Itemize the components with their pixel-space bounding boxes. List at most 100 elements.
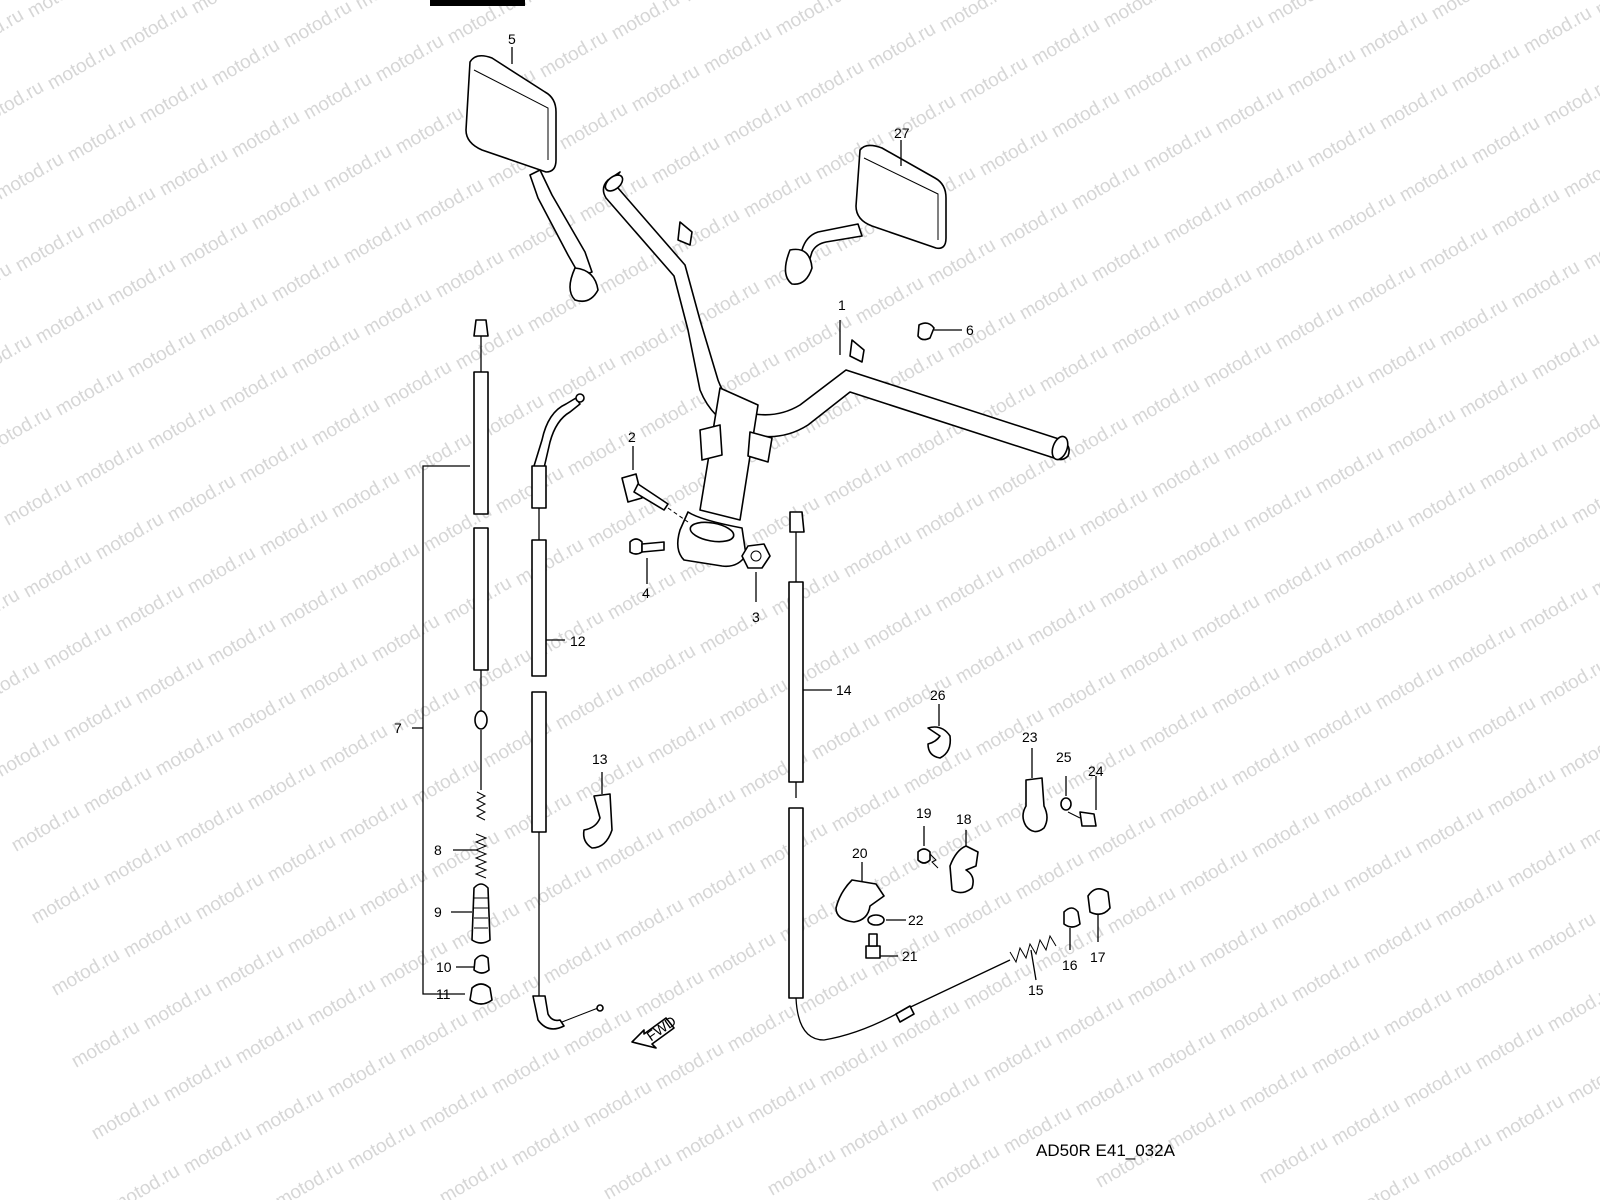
- watermark-text: motod.ru: [1472, 1019, 1547, 1075]
- watermark-text: motod.ru: [1136, 701, 1211, 757]
- watermark-text: motod.ru: [1452, 947, 1527, 1003]
- watermark-text: motod.ru: [152, 725, 227, 781]
- watermark-text: motod.ru: [1048, 87, 1123, 143]
- watermark-text: motod.ru: [940, 887, 1015, 943]
- watermark-text: motod.ru: [700, 23, 775, 79]
- watermark-text: motod.ru: [724, 1001, 799, 1057]
- callout-6: 6: [966, 322, 974, 338]
- watermark-text: motod.ru: [348, 539, 423, 595]
- watermark-text: motod.ru: [1372, 659, 1447, 715]
- watermark-text: motod.ru: [1324, 189, 1399, 245]
- watermark-text: motod.ru: [616, 315, 691, 371]
- watermark-text: motod.ru: [436, 1153, 511, 1200]
- watermark-text: motod.ru: [852, 273, 927, 329]
- watermark-text: motod.ru: [1328, 1095, 1403, 1151]
- watermark-text: motod.ru: [268, 251, 343, 307]
- watermark-text: motod.ru: [0, 331, 35, 387]
- callout-4: 4: [642, 585, 650, 601]
- part-14-rear-cable: [788, 511, 1011, 1041]
- watermark-text: motod.ru: [452, 319, 527, 375]
- part-26-clamp: [927, 704, 952, 759]
- watermark-text: motod.ru: [1348, 1167, 1423, 1200]
- watermark-text: motod.ru: [536, 27, 611, 83]
- watermark-text: motod.ru: [1192, 11, 1267, 67]
- watermark-text: motod.ru: [0, 475, 75, 531]
- watermark-text: motod.ru: [1144, 1027, 1219, 1083]
- watermark-text: motod.ru: [772, 0, 847, 40]
- watermark-text: motod.ru: [1516, 583, 1591, 639]
- watermark-text: motod.ru: [1288, 951, 1363, 1007]
- watermark-text: motod.ru: [740, 167, 815, 223]
- watermark-text: motod.ru: [1208, 663, 1283, 719]
- callout-labels: 1 2 3 4 5 6 7 8 9 10 11 12 13 14 15 16 1…: [394, 31, 1106, 1002]
- watermark-text: motod.ru: [112, 581, 187, 637]
- watermark-text: motod.ru: [1428, 0, 1503, 24]
- watermark-text: motod.ru: [1528, 329, 1600, 385]
- watermark-text: motod.ru: [600, 1149, 675, 1200]
- watermark-text: motod.ru: [344, 1119, 419, 1175]
- watermark-text: motod.ru: [136, 73, 211, 129]
- watermark-text: motod.ru: [0, 149, 67, 205]
- watermark-text: motod.ru: [1360, 913, 1435, 969]
- watermark-text: motod.ru: [508, 1115, 583, 1171]
- watermark-text: motod.ru: [0, 403, 55, 459]
- watermark-text: motod.ru: [928, 1141, 1003, 1197]
- watermark-text: motod.ru: [1548, 401, 1600, 457]
- watermark-text: motod.ru: [1148, 447, 1223, 503]
- watermark-text: motod.ru: [1400, 1057, 1475, 1113]
- watermark-text: motod.ru: [320, 141, 395, 197]
- watermark-text: motod.ru: [1488, 185, 1563, 241]
- callout-12: 12: [570, 633, 586, 649]
- watermark-text: motod.ru: [1164, 1099, 1239, 1155]
- watermark-text: motod.ru: [1308, 1023, 1383, 1079]
- watermark-text: motod.ru: [108, 1161, 183, 1200]
- watermark-text: motod.ru: [1492, 1091, 1567, 1147]
- watermark-text: motod.ru: [680, 0, 755, 6]
- watermark-text: motod.ru: [1596, 871, 1600, 927]
- watermark-text: motod.ru: [1140, 121, 1215, 177]
- watermark-text: motod.ru: [516, 0, 591, 10]
- watermark-text: motod.ru: [324, 1047, 399, 1103]
- watermark-text: motod.ru: [1232, 155, 1307, 211]
- watermark-text: motod.ru: [104, 255, 179, 311]
- watermark-text: motod.ru: [764, 1145, 839, 1200]
- watermark-text: motod.ru: [552, 679, 627, 735]
- watermark-text: motod.ru: [1364, 333, 1439, 389]
- watermark-text: motod.ru: [808, 709, 883, 765]
- watermark-text: motod.ru: [1108, 303, 1183, 359]
- callout-23: 23: [1022, 729, 1038, 745]
- watermark-text: motod.ru: [512, 535, 587, 591]
- watermark-text: motod.ru: [356, 865, 431, 921]
- watermark-text: motod.ru: [164, 471, 239, 527]
- part-16-17-nuts: [1063, 888, 1111, 950]
- watermark-text: motod.ru: [1436, 295, 1511, 351]
- watermark-text: motod.ru: [1392, 731, 1467, 787]
- watermark-text: motod.ru: [1416, 223, 1491, 279]
- watermark-text: motod.ru: [1312, 443, 1387, 499]
- watermark-text: motod.ru: [1012, 849, 1087, 905]
- watermark-text: motod.ru: [1280, 625, 1355, 681]
- watermark-text: motod.ru: [1344, 261, 1419, 317]
- callout-26: 26: [930, 687, 946, 703]
- watermark-text: motod.ru: [316, 721, 391, 777]
- watermark-text: motod.ru: [1304, 117, 1379, 173]
- watermark-text: motod.ru: [912, 489, 987, 545]
- watermark-text: motod.ru: [1236, 1061, 1311, 1117]
- watermark-text: motod.ru: [204, 615, 279, 671]
- watermark-text: motod.ru: [984, 451, 1059, 507]
- watermark-text: motod.ru: [608, 0, 683, 44]
- watermark-text: motod.ru: [1196, 917, 1271, 973]
- watermark-text: motod.ru: [368, 611, 443, 667]
- watermark-text: motod.ru: [328, 467, 403, 523]
- watermark-text: motod.ru: [560, 1005, 635, 1061]
- watermark-text: motod.ru: [228, 107, 303, 163]
- watermark-text: motod.ru: [976, 125, 1051, 181]
- watermark-text: motod.ru: [1188, 591, 1263, 647]
- part-15-spring: [1009, 934, 1057, 981]
- watermark-text: motod.ru: [1052, 993, 1127, 1049]
- callout-22: 22: [908, 912, 924, 928]
- watermark-text: motod.ru: [216, 361, 291, 417]
- callout-15: 15: [1028, 982, 1044, 998]
- watermark-text: motod.ru: [12, 221, 87, 277]
- watermark-text: motod.ru: [280, 0, 355, 52]
